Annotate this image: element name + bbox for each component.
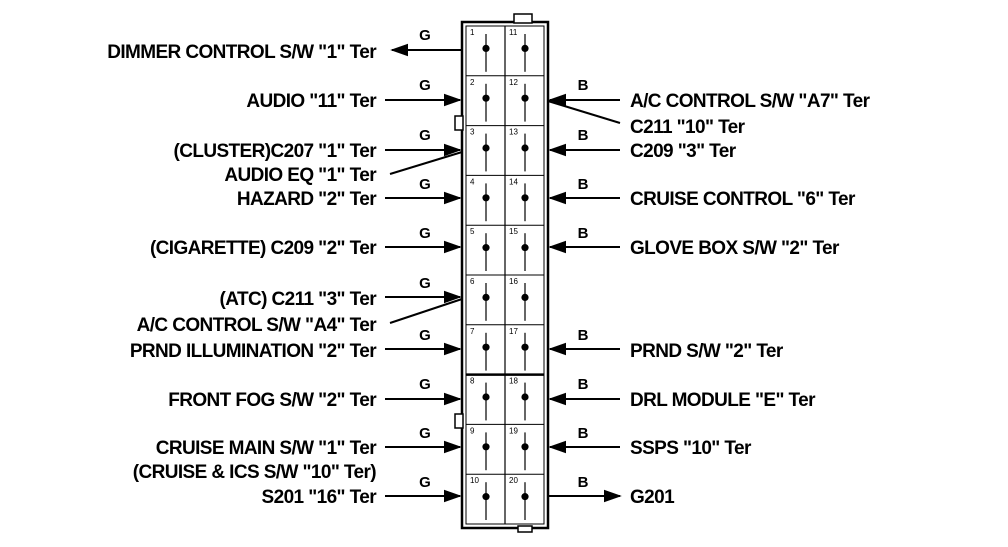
pin-contact xyxy=(482,144,490,152)
connector-left-key-lower xyxy=(454,413,464,429)
pin-number: 3 xyxy=(470,128,475,137)
right-labels: A/C CONTROL S/W "A7" Ter C211 "10" Ter C… xyxy=(630,91,871,508)
pin-contact xyxy=(482,393,490,401)
pin-number: 1 xyxy=(470,28,475,37)
label-cruise-main: CRUISE MAIN S/W "1" Ter xyxy=(156,438,377,459)
pin-number: 16 xyxy=(509,277,518,286)
label-c211-10: C211 "10" Ter xyxy=(630,117,746,138)
pin-contact xyxy=(521,443,529,451)
label-front-fog: FRONT FOG S/W "2" Ter xyxy=(168,390,377,411)
left-wire-colors: G G G G G G G G G G xyxy=(419,27,431,491)
label-cluster-c207: (CLUSTER)C207 "1" Ter xyxy=(174,141,378,162)
wire-color-g: G xyxy=(419,425,431,442)
pin-number: 5 xyxy=(470,227,475,236)
wire-color-g: G xyxy=(419,27,431,44)
pin-number: 19 xyxy=(509,426,518,435)
pin-contact xyxy=(482,244,490,252)
pin-number: 17 xyxy=(509,327,518,336)
wire-color-g: G xyxy=(419,225,431,242)
wire-branch-audio-eq xyxy=(389,151,463,175)
wire-color-g: G xyxy=(419,327,431,344)
wire-color-b: B xyxy=(578,327,589,344)
wire-color-g: G xyxy=(419,474,431,491)
wire-color-b: B xyxy=(578,425,589,442)
pin-contact xyxy=(521,393,529,401)
left-wires xyxy=(385,43,463,503)
pin-number: 10 xyxy=(470,476,479,485)
pin-contact xyxy=(482,343,490,351)
wire-color-g: G xyxy=(419,77,431,94)
label-hazard: HAZARD "2" Ter xyxy=(237,189,377,210)
pin-contact xyxy=(521,44,529,53)
label-audio-eq: AUDIO EQ "1" Ter xyxy=(224,165,377,186)
pin-number: 8 xyxy=(470,377,475,386)
wire-color-b: B xyxy=(578,225,589,242)
pin-number: 4 xyxy=(470,177,475,186)
pin-contact xyxy=(521,244,529,252)
label-audio: AUDIO "11" Ter xyxy=(246,91,377,112)
pin-number: 2 xyxy=(470,78,475,87)
pin-contact xyxy=(521,194,529,202)
wire-branch-ac-a4 xyxy=(389,298,463,324)
pin-contact xyxy=(482,94,490,102)
label-c209-3: C209 "3" Ter xyxy=(630,141,737,162)
wire-color-b: B xyxy=(578,77,589,94)
label-prnd-sw: PRND S/W "2" Ter xyxy=(630,341,784,362)
wire-color-g: G xyxy=(419,127,431,144)
pin-number: 15 xyxy=(509,227,518,236)
wire-color-g: G xyxy=(419,275,431,292)
label-cruise-control: CRUISE CONTROL "6" Ter xyxy=(630,189,856,210)
label-s201: S201 "16" Ter xyxy=(262,487,378,508)
label-atc-c211: (ATC) C211 "3" Ter xyxy=(220,289,378,310)
pin-contact xyxy=(482,194,490,202)
pin-contact xyxy=(521,293,529,302)
pin-number: 18 xyxy=(509,377,518,386)
label-ac-control-a4: A/C CONTROL S/W "A4" Ter xyxy=(137,315,378,336)
pin-number: 13 xyxy=(509,128,518,137)
pin-number: 12 xyxy=(509,78,518,87)
label-cigarette-c209: (CIGARETTE) C209 "2" Ter xyxy=(150,238,377,259)
pin-number: 6 xyxy=(470,277,475,286)
wire-color-b: B xyxy=(578,376,589,393)
label-ssps: SSPS "10" Ter xyxy=(630,438,752,459)
pin-number: 20 xyxy=(509,476,518,485)
wire-branch-c211-10 xyxy=(547,100,621,124)
connector-top-latch xyxy=(513,13,533,24)
wire-color-b: B xyxy=(578,474,589,491)
wire-color-b: B xyxy=(578,176,589,193)
wire-color-g: G xyxy=(419,376,431,393)
label-drl-module: DRL MODULE "E" Ter xyxy=(630,390,816,411)
pin-number: 9 xyxy=(470,426,475,435)
right-wire-colors: B B B B B B B B xyxy=(578,77,589,491)
connector-left-key-upper xyxy=(454,115,464,131)
pin-number: 11 xyxy=(509,28,518,37)
connector-row-dividers xyxy=(466,75,544,475)
connector-bottom-latch xyxy=(517,525,533,533)
label-cruise-ics: (CRUISE & ICS S/W "10" Ter) xyxy=(133,462,376,483)
pin-contact xyxy=(521,493,529,501)
pin-contact xyxy=(482,493,490,501)
pin-contact xyxy=(521,343,529,351)
left-labels: DIMMER CONTROL S/W "1" Ter AUDIO "11" Te… xyxy=(107,42,378,508)
label-g201: G201 xyxy=(630,487,675,508)
pin-number: 14 xyxy=(509,177,518,186)
pin-number: 7 xyxy=(470,327,475,336)
label-ac-control-a7: A/C CONTROL S/W "A7" Ter xyxy=(630,91,871,112)
wire-color-b: B xyxy=(578,127,589,144)
label-dimmer-control: DIMMER CONTROL S/W "1" Ter xyxy=(107,42,377,63)
pin-contact xyxy=(482,293,490,302)
right-wires xyxy=(547,93,622,503)
label-glove-box: GLOVE BOX S/W "2" Ter xyxy=(630,238,840,259)
pin-contact xyxy=(482,443,490,451)
pin-contact xyxy=(521,94,529,102)
pin-contact xyxy=(482,44,490,53)
label-prnd-illumination: PRND ILLUMINATION "2" Ter xyxy=(130,341,377,362)
wire-color-g: G xyxy=(419,176,431,193)
pin-contact xyxy=(521,144,529,152)
